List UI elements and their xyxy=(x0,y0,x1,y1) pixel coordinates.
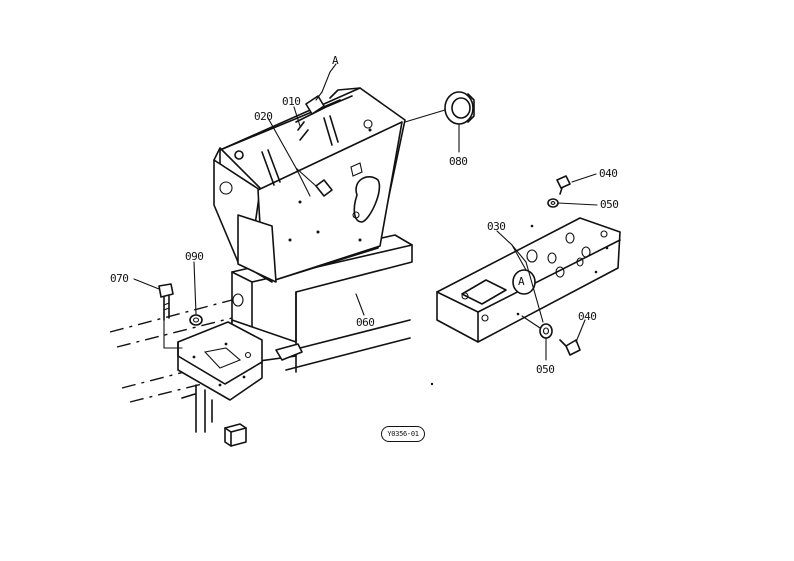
washer-050-bottom xyxy=(539,323,553,339)
part-label-010: 010 xyxy=(282,95,301,108)
bolt-040-bottom xyxy=(559,339,581,356)
part-label-090: 090 xyxy=(185,250,204,263)
part-label-040-top: 040 xyxy=(599,167,618,180)
washer-090 xyxy=(189,314,203,326)
part-label-040-bottom: 040 xyxy=(578,310,597,323)
part-label-060: 060 xyxy=(356,316,375,329)
part-label-020: 020 xyxy=(254,110,273,123)
plate-030 xyxy=(436,217,621,343)
part-label-080: 080 xyxy=(449,155,468,168)
main-housing xyxy=(213,87,406,283)
marker-a-top: A xyxy=(332,54,339,67)
part-label-070: 070 xyxy=(110,272,129,285)
bolt-070 xyxy=(158,283,174,321)
washer-050-top xyxy=(547,198,559,208)
base-plate xyxy=(177,321,263,447)
part-label-050-bottom: 050 xyxy=(536,363,555,376)
part-label-030: 030 xyxy=(487,220,506,233)
leader-lines xyxy=(133,63,598,361)
reference-code-badge: Y0356-01 xyxy=(381,426,425,442)
part-label-050-top: 050 xyxy=(600,198,619,211)
bolt-040-top xyxy=(556,175,571,195)
grommet-080 xyxy=(444,91,475,125)
marker-a-plate: A xyxy=(518,275,525,288)
